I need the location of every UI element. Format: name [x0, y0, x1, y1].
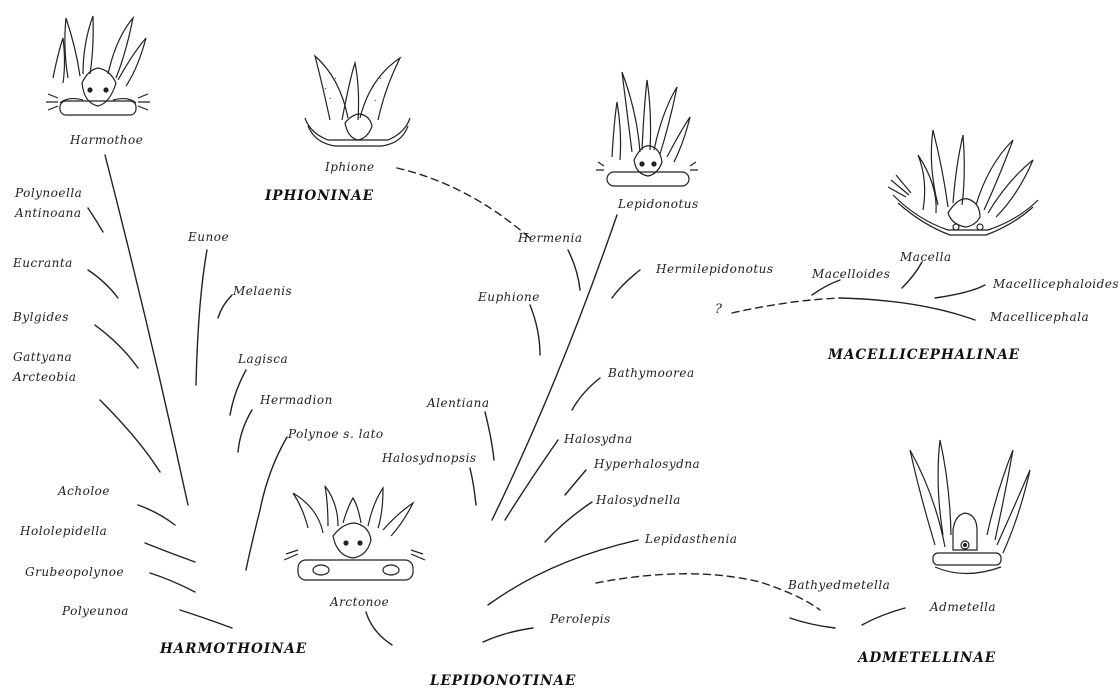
- label-arcteobia: Arcteobia: [13, 370, 77, 384]
- lineage-polynoella: [87, 207, 104, 233]
- label-alentiana: Alentiana: [427, 396, 490, 410]
- subfamily-admetellinae: ADMETELLINAE: [858, 650, 997, 666]
- label-perolepis: Perolepis: [550, 612, 611, 626]
- label-hololepidella: Hololepidella: [20, 524, 108, 538]
- label-antinoana: Antinoana: [15, 206, 82, 220]
- lineage-bylgides: [94, 324, 139, 369]
- lineage-halosydnopsis: [469, 467, 477, 506]
- label-grubeopolynoe: Grubeopolynoe: [25, 565, 125, 579]
- lineage-perolepis: [482, 627, 534, 643]
- lineage-macelloides: [811, 279, 841, 296]
- label-arctonoe: Arctonoe: [330, 595, 390, 609]
- lineage-hololepidella: [144, 542, 196, 563]
- uncertain-mark: ?: [715, 302, 723, 317]
- lineage-lepidonotus: [491, 214, 618, 521]
- lineage-macellicephaloides: [934, 284, 986, 299]
- label-iphione: Iphione: [325, 160, 375, 174]
- lineage-admetellinae: [595, 573, 821, 611]
- lineage-iphione: [396, 167, 533, 241]
- lineage-halosydna: [504, 439, 559, 521]
- label-acholoe: Acholoe: [58, 484, 111, 498]
- label-macellicephala: Macellicephala: [990, 310, 1090, 324]
- lineage-hermilepidonotus: [611, 269, 641, 299]
- label-hermenia: Hermenia: [518, 231, 583, 245]
- label-admetella: Admetella: [930, 600, 997, 614]
- lineage-macellicephalinae: [731, 297, 841, 314]
- lineage-bathyedmetella: [789, 617, 836, 629]
- label-gattyana: Gattyana: [13, 350, 73, 364]
- label-macelloides: Macelloides: [812, 267, 891, 281]
- lineage-polyeunoa: [179, 609, 233, 629]
- lineage-lagisca: [229, 369, 247, 416]
- label-lagisca: Lagisca: [238, 352, 289, 366]
- lineage-gattyana: [99, 399, 161, 473]
- lineage-euphione: [529, 304, 541, 356]
- subfamily-macellicephalinae: MACELLICEPHALINAE: [828, 347, 1021, 363]
- lineage-hyperhalosydna: [564, 469, 587, 496]
- label-eucranta: Eucranta: [13, 256, 73, 270]
- lineage-acholoe: [137, 504, 176, 526]
- label-halosydna: Halosydna: [564, 432, 633, 446]
- lineage-melaenis: [217, 294, 233, 319]
- lepidonotus-illustration: [596, 71, 698, 187]
- label-euphione: Euphione: [478, 290, 540, 304]
- label-polynoe: Polynoe s. lato: [288, 427, 384, 441]
- label-eunoe: Eunoe: [188, 230, 230, 244]
- lineage-grubeopolynoe: [149, 572, 196, 593]
- label-hyperhalosydna: Hyperhalosydna: [594, 457, 701, 471]
- label-bathymoorea: Bathymoorea: [608, 366, 695, 380]
- lineage-polynoe: [245, 436, 288, 571]
- lineage-macellicephala: [839, 297, 976, 321]
- lineage-macella: [901, 261, 923, 289]
- lineage-eunoe: [195, 249, 208, 386]
- label-bathyedmetella: Bathyedmetella: [788, 578, 891, 592]
- lineage-halosydnella: [544, 501, 593, 543]
- label-macella: Macella: [900, 250, 952, 264]
- label-hermadion: Hermadion: [260, 393, 333, 407]
- admetella-illustration: [909, 439, 1031, 575]
- lineage-bathymoorea: [571, 377, 601, 411]
- macellicephala-illustration: [888, 129, 1039, 236]
- arctonoe-illustration: [283, 485, 426, 581]
- label-hermilepidonotus: Hermilepidonotus: [656, 262, 774, 276]
- lineage-admetella: [861, 607, 906, 626]
- iphione-illustration: [304, 54, 411, 147]
- label-lepidasthenia: Lepidasthenia: [645, 532, 738, 546]
- subfamily-iphioninae: IPHIONINAE: [265, 188, 375, 204]
- lineage-arctonoe: [365, 611, 393, 646]
- label-melaenis: Melaenis: [233, 284, 293, 298]
- label-polynoella: Polynoella: [15, 186, 83, 200]
- lineage-lepidasthenia: [487, 539, 639, 606]
- label-halosydnella: Halosydnella: [596, 493, 681, 507]
- label-lepidonotus: Lepidonotus: [618, 197, 699, 211]
- lineage-eucranta: [87, 269, 119, 299]
- label-halosydnopsis: Halosydnopsis: [382, 451, 477, 465]
- lineage-hermenia: [567, 249, 581, 291]
- label-harmothoe: Harmothoe: [70, 133, 144, 147]
- harmothoe-illustration: [46, 15, 150, 116]
- subfamily-harmothoinae: HARMOTHOINAE: [160, 641, 308, 657]
- lineage-alentiana: [484, 411, 495, 461]
- lineage-harmothoe: [104, 154, 189, 506]
- subfamily-lepidonotinae: LEPIDONOTINAE: [430, 673, 577, 689]
- label-macellicephaloides: Macellicephaloides: [993, 277, 1119, 291]
- lineage-hermadion: [237, 409, 253, 453]
- label-polyeunoa: Polyeunoa: [62, 604, 129, 618]
- label-bylgides: Bylgides: [13, 310, 69, 324]
